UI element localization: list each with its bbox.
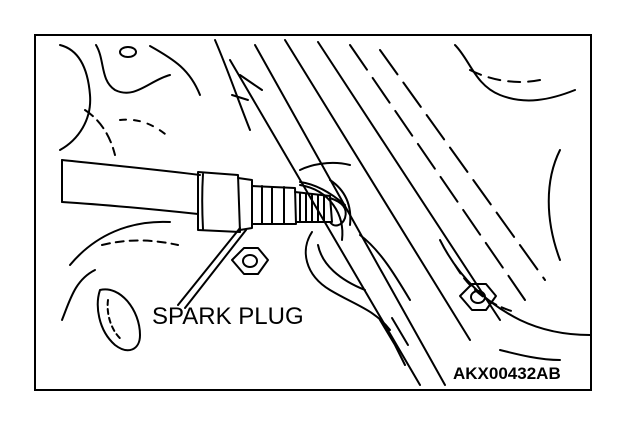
mounting-bracket xyxy=(299,184,409,366)
spark-plug-body xyxy=(251,181,347,227)
figure-border xyxy=(34,34,592,391)
cylinder-head-rail xyxy=(229,39,546,386)
spark-plug-wire xyxy=(61,159,201,215)
figure-code: AKX00432AB xyxy=(453,364,561,383)
spark-plug-boot xyxy=(197,171,253,233)
callout-leader-line xyxy=(177,227,241,306)
bolt-left xyxy=(231,247,269,275)
engine-block-left xyxy=(59,39,251,321)
wire-loop xyxy=(96,288,141,352)
engine-block-right xyxy=(439,44,591,361)
spark-plug-label: SPARK PLUG xyxy=(152,303,304,330)
bolt-right xyxy=(459,283,497,311)
